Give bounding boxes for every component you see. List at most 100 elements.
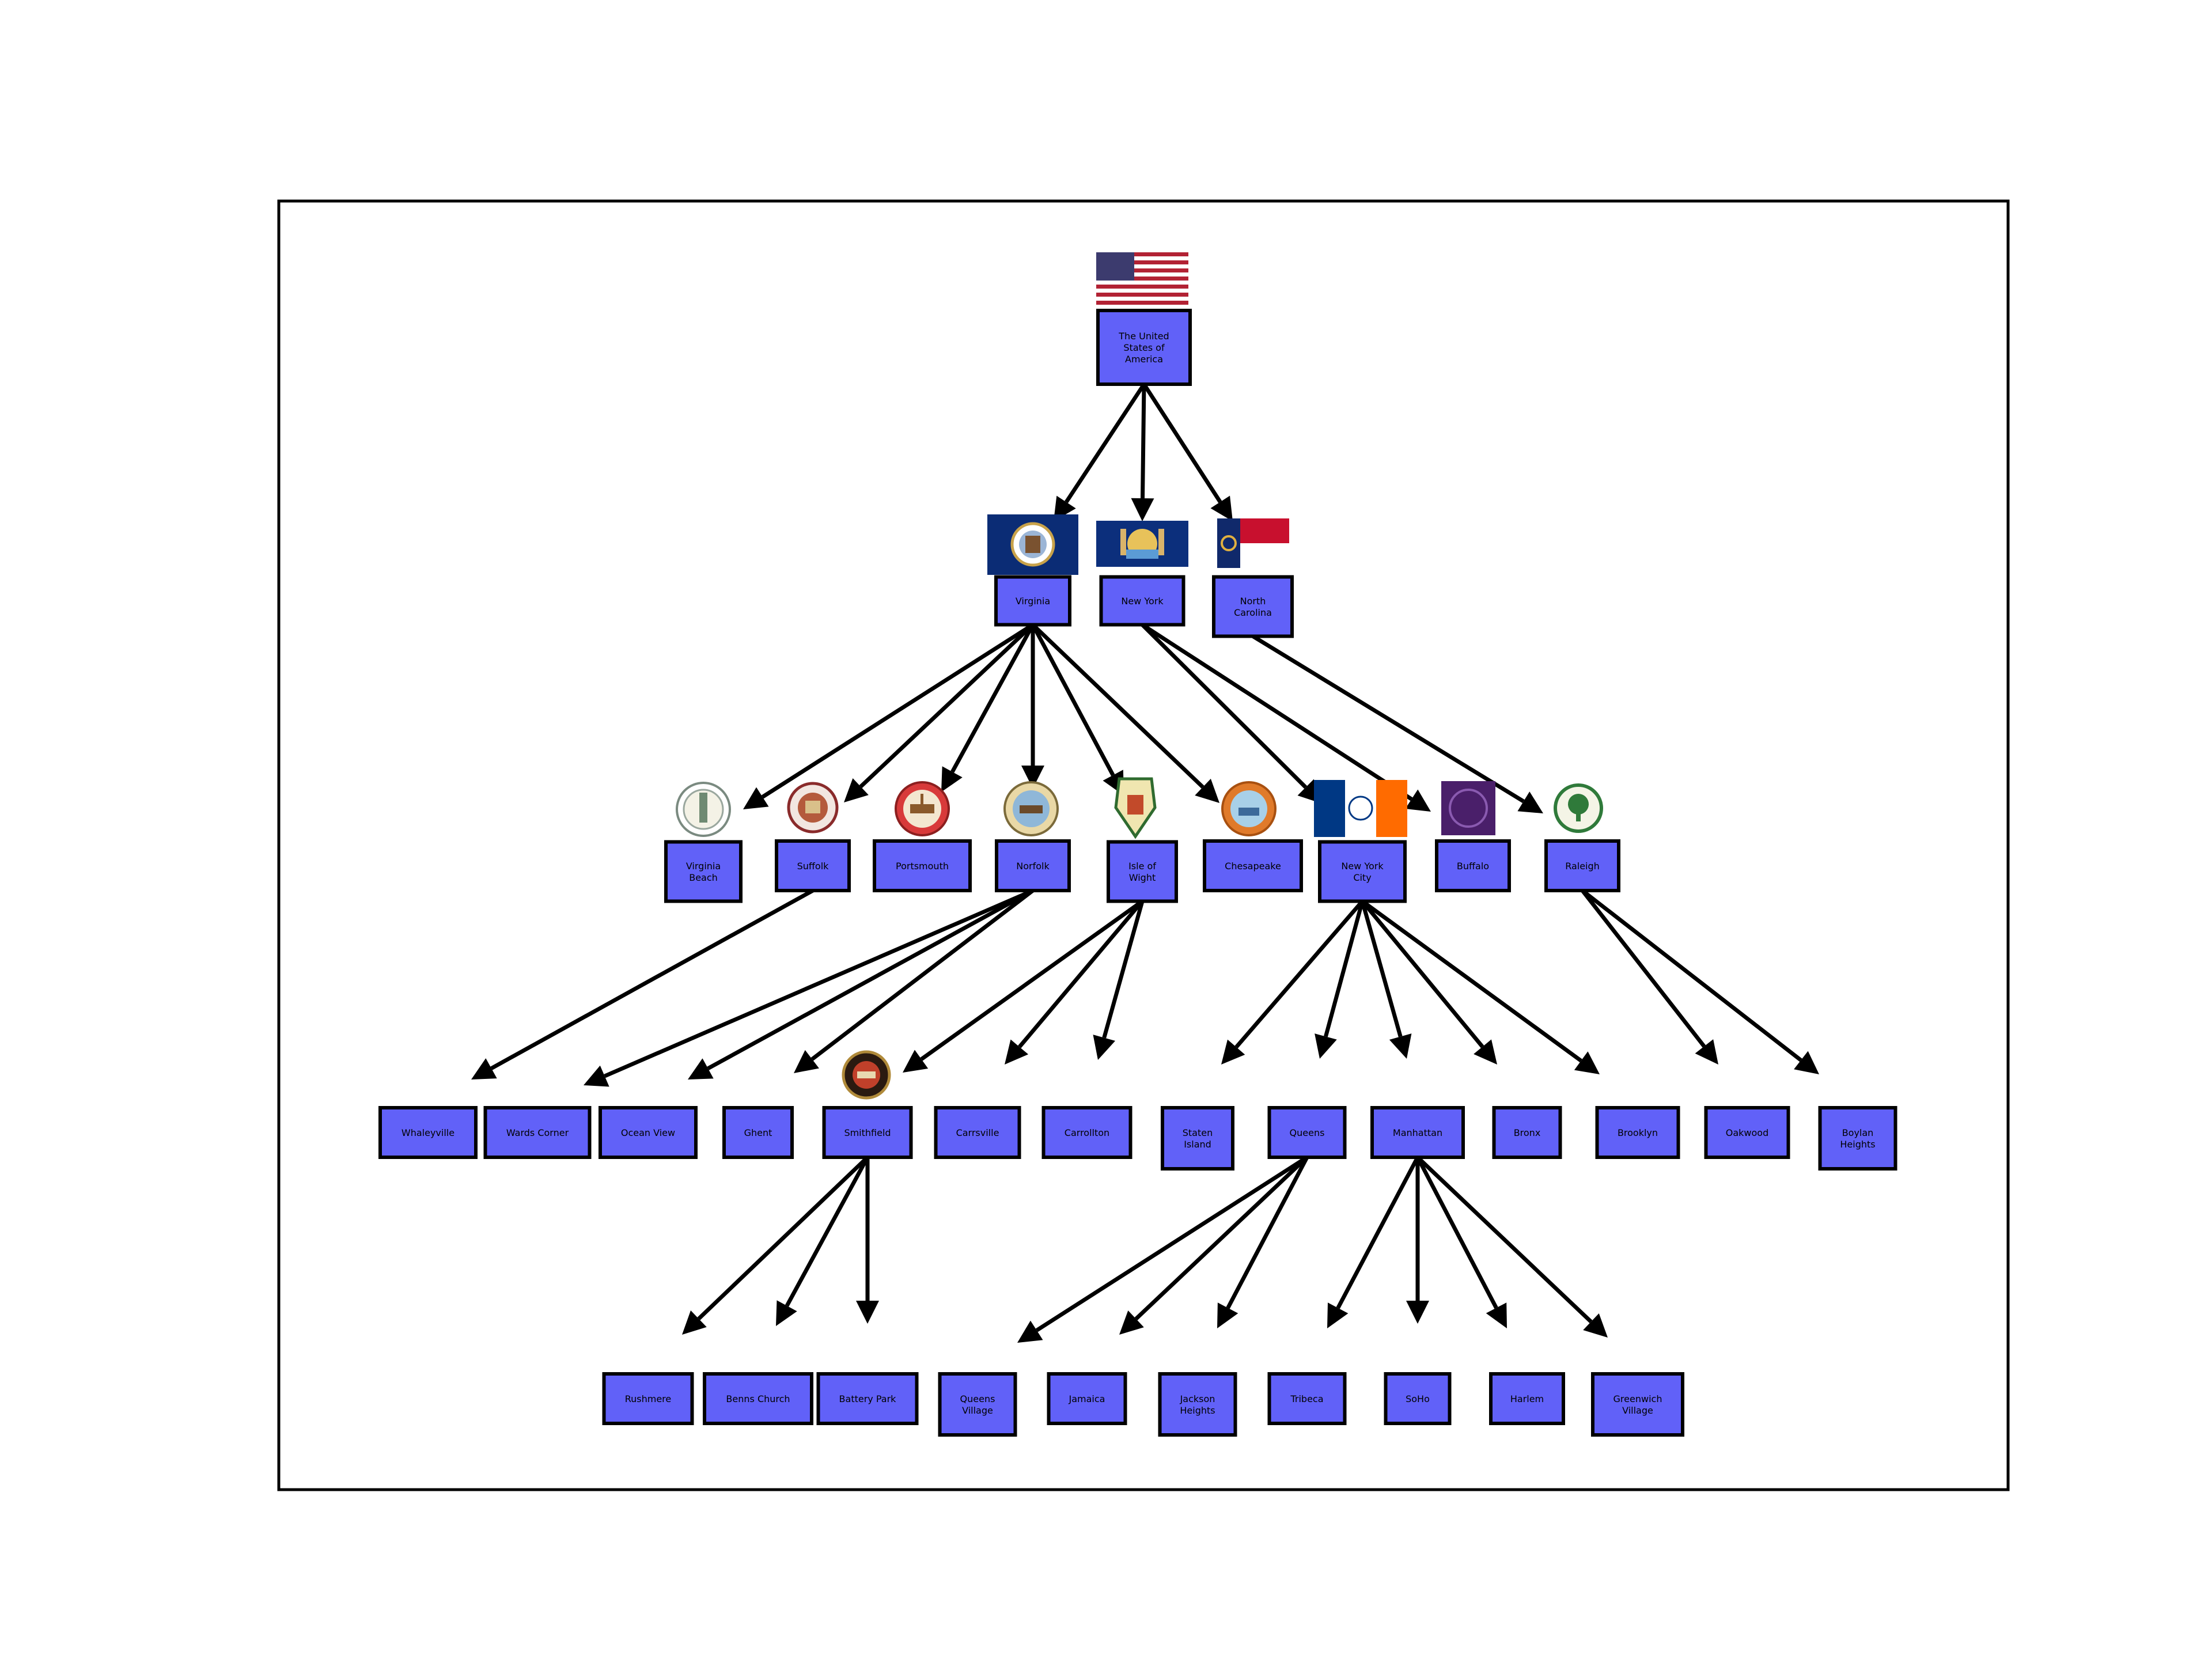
- node-label: Rushmere: [625, 1393, 672, 1404]
- raleigh-seal-icon: [1554, 783, 1603, 833]
- node-label-line: The United: [1118, 331, 1169, 342]
- edge-isleofwight-smithfield: [903, 899, 1144, 1073]
- node-label: Queens: [1290, 1127, 1325, 1138]
- arrowhead-icon: [584, 1065, 609, 1087]
- node-label-line: Isle of: [1128, 861, 1156, 872]
- edge-line: [1361, 900, 1484, 1048]
- node-box: [775, 839, 851, 892]
- node-carrollton: Carrollton: [1041, 1106, 1132, 1159]
- edge-manhattan-soho: [1406, 1157, 1429, 1324]
- node-chesapeake: Chesapeake: [1203, 839, 1303, 892]
- node-label-line: Norfolk: [1016, 861, 1050, 872]
- node-box: [1161, 1106, 1234, 1171]
- node-box: [703, 1372, 813, 1425]
- node-label: Ghent: [744, 1127, 772, 1138]
- us-flag-icon: [1096, 252, 1188, 305]
- arrowhead-icon: [1017, 1320, 1043, 1343]
- nyc-flag-icon: [1314, 780, 1407, 837]
- node-label: Battery Park: [839, 1393, 897, 1404]
- arrowhead-icon: [856, 1301, 879, 1324]
- edge-line: [1415, 1156, 1498, 1309]
- edge-isleofwight-carrollton: [1093, 900, 1145, 1060]
- icons-layer: [676, 252, 1603, 1100]
- edge-suffolk-whaleyville: [471, 888, 814, 1080]
- node-box: [1435, 839, 1511, 892]
- node-label: Carrollton: [1065, 1127, 1109, 1138]
- arrowhead-icon: [1389, 1033, 1412, 1059]
- node-virginia: Virginia: [994, 575, 1071, 627]
- edge-line: [950, 623, 1035, 773]
- node-label: Virginia: [1016, 596, 1050, 607]
- node-label: Chesapeake: [1225, 861, 1281, 872]
- arrowhead-icon: [941, 766, 963, 792]
- node-label: Smithfield: [844, 1127, 891, 1138]
- node-box: [995, 839, 1071, 892]
- node-box: [1212, 575, 1294, 638]
- edge-line: [1361, 899, 1582, 1063]
- node-bronx: Bronx: [1492, 1106, 1562, 1159]
- arrowhead-icon: [903, 1050, 929, 1073]
- node-label-line: Benns Church: [726, 1393, 790, 1404]
- virginia-beach-seal-icon: [676, 782, 731, 837]
- edge-line: [697, 1156, 869, 1320]
- arrowhead-icon: [1221, 1039, 1245, 1065]
- node-label-line: Boylan: [1842, 1127, 1874, 1138]
- edge-nyc-manhattan: [1360, 900, 1412, 1059]
- node-label-line: Queens: [1290, 1127, 1325, 1138]
- node-label: SoHo: [1406, 1393, 1430, 1404]
- edge-norfolk-wardscorner: [584, 888, 1034, 1087]
- node-label-line: Battery Park: [839, 1393, 897, 1404]
- arrowhead-icon: [1005, 1039, 1029, 1065]
- arrowhead-icon: [1210, 495, 1233, 521]
- arrowhead-icon: [1131, 498, 1154, 521]
- arrowhead-icon: [1119, 1310, 1144, 1335]
- node-label-line: Tribeca: [1290, 1393, 1323, 1404]
- node-box: [873, 839, 972, 892]
- node-manhattan: Manhattan: [1370, 1106, 1465, 1159]
- arrowhead-icon: [1406, 1301, 1429, 1324]
- smithfield-seal-icon: [842, 1050, 891, 1100]
- node-label-line: Suffolk: [797, 861, 830, 872]
- node-box: [599, 1106, 698, 1159]
- edge-line: [1416, 1156, 1593, 1324]
- arrowhead-icon: [1093, 1035, 1116, 1060]
- edge-line: [810, 889, 1035, 1061]
- node-label-line: Island: [1184, 1139, 1211, 1150]
- node-box: [1041, 1106, 1132, 1159]
- node-label-line: Virginia: [1016, 596, 1050, 607]
- node-label: Buffalo: [1457, 861, 1489, 872]
- edge-line: [1018, 900, 1144, 1048]
- edge-virginia-chesapeake: [1031, 623, 1219, 803]
- edge-usa-newyork: [1131, 384, 1154, 521]
- node-box: [722, 1106, 794, 1159]
- node-label-line: Virginia: [686, 861, 721, 872]
- edge-nyc-brooklyn: [1361, 899, 1600, 1074]
- node-box: [1203, 839, 1303, 892]
- node-norfolk: Norfolk: [995, 839, 1071, 892]
- edge-usa-virginia: [1054, 383, 1146, 521]
- edge-line: [1226, 1156, 1309, 1309]
- edge-manhattan-tribeca: [1327, 1156, 1420, 1328]
- node-label: Carrsville: [956, 1127, 999, 1138]
- node-label-line: Jamaica: [1069, 1393, 1105, 1404]
- node-label: Brooklyn: [1618, 1127, 1658, 1138]
- virginia-flag-icon: [987, 514, 1078, 575]
- node-soho: SoHo: [1384, 1372, 1452, 1425]
- node-label: Raleigh: [1565, 861, 1600, 872]
- edge-queens-jamaica: [1119, 1156, 1309, 1335]
- arrowhead-icon: [1486, 1302, 1507, 1328]
- node-label-line: Manhattan: [1393, 1127, 1442, 1138]
- edge-norfolk-oceanview: [688, 888, 1034, 1080]
- node-box: [1047, 1372, 1127, 1425]
- edge-smithfield-rushmere: [682, 1156, 869, 1335]
- node-label-line: Harlem: [1510, 1393, 1544, 1404]
- node-label-line: Greenwich: [1613, 1393, 1662, 1404]
- node-box: [1704, 1106, 1790, 1159]
- node-box: [1595, 1106, 1680, 1159]
- edges-layer: [471, 383, 1819, 1343]
- arrowhead-icon: [1474, 1039, 1497, 1065]
- edge-virginia-norfolk: [1021, 624, 1044, 789]
